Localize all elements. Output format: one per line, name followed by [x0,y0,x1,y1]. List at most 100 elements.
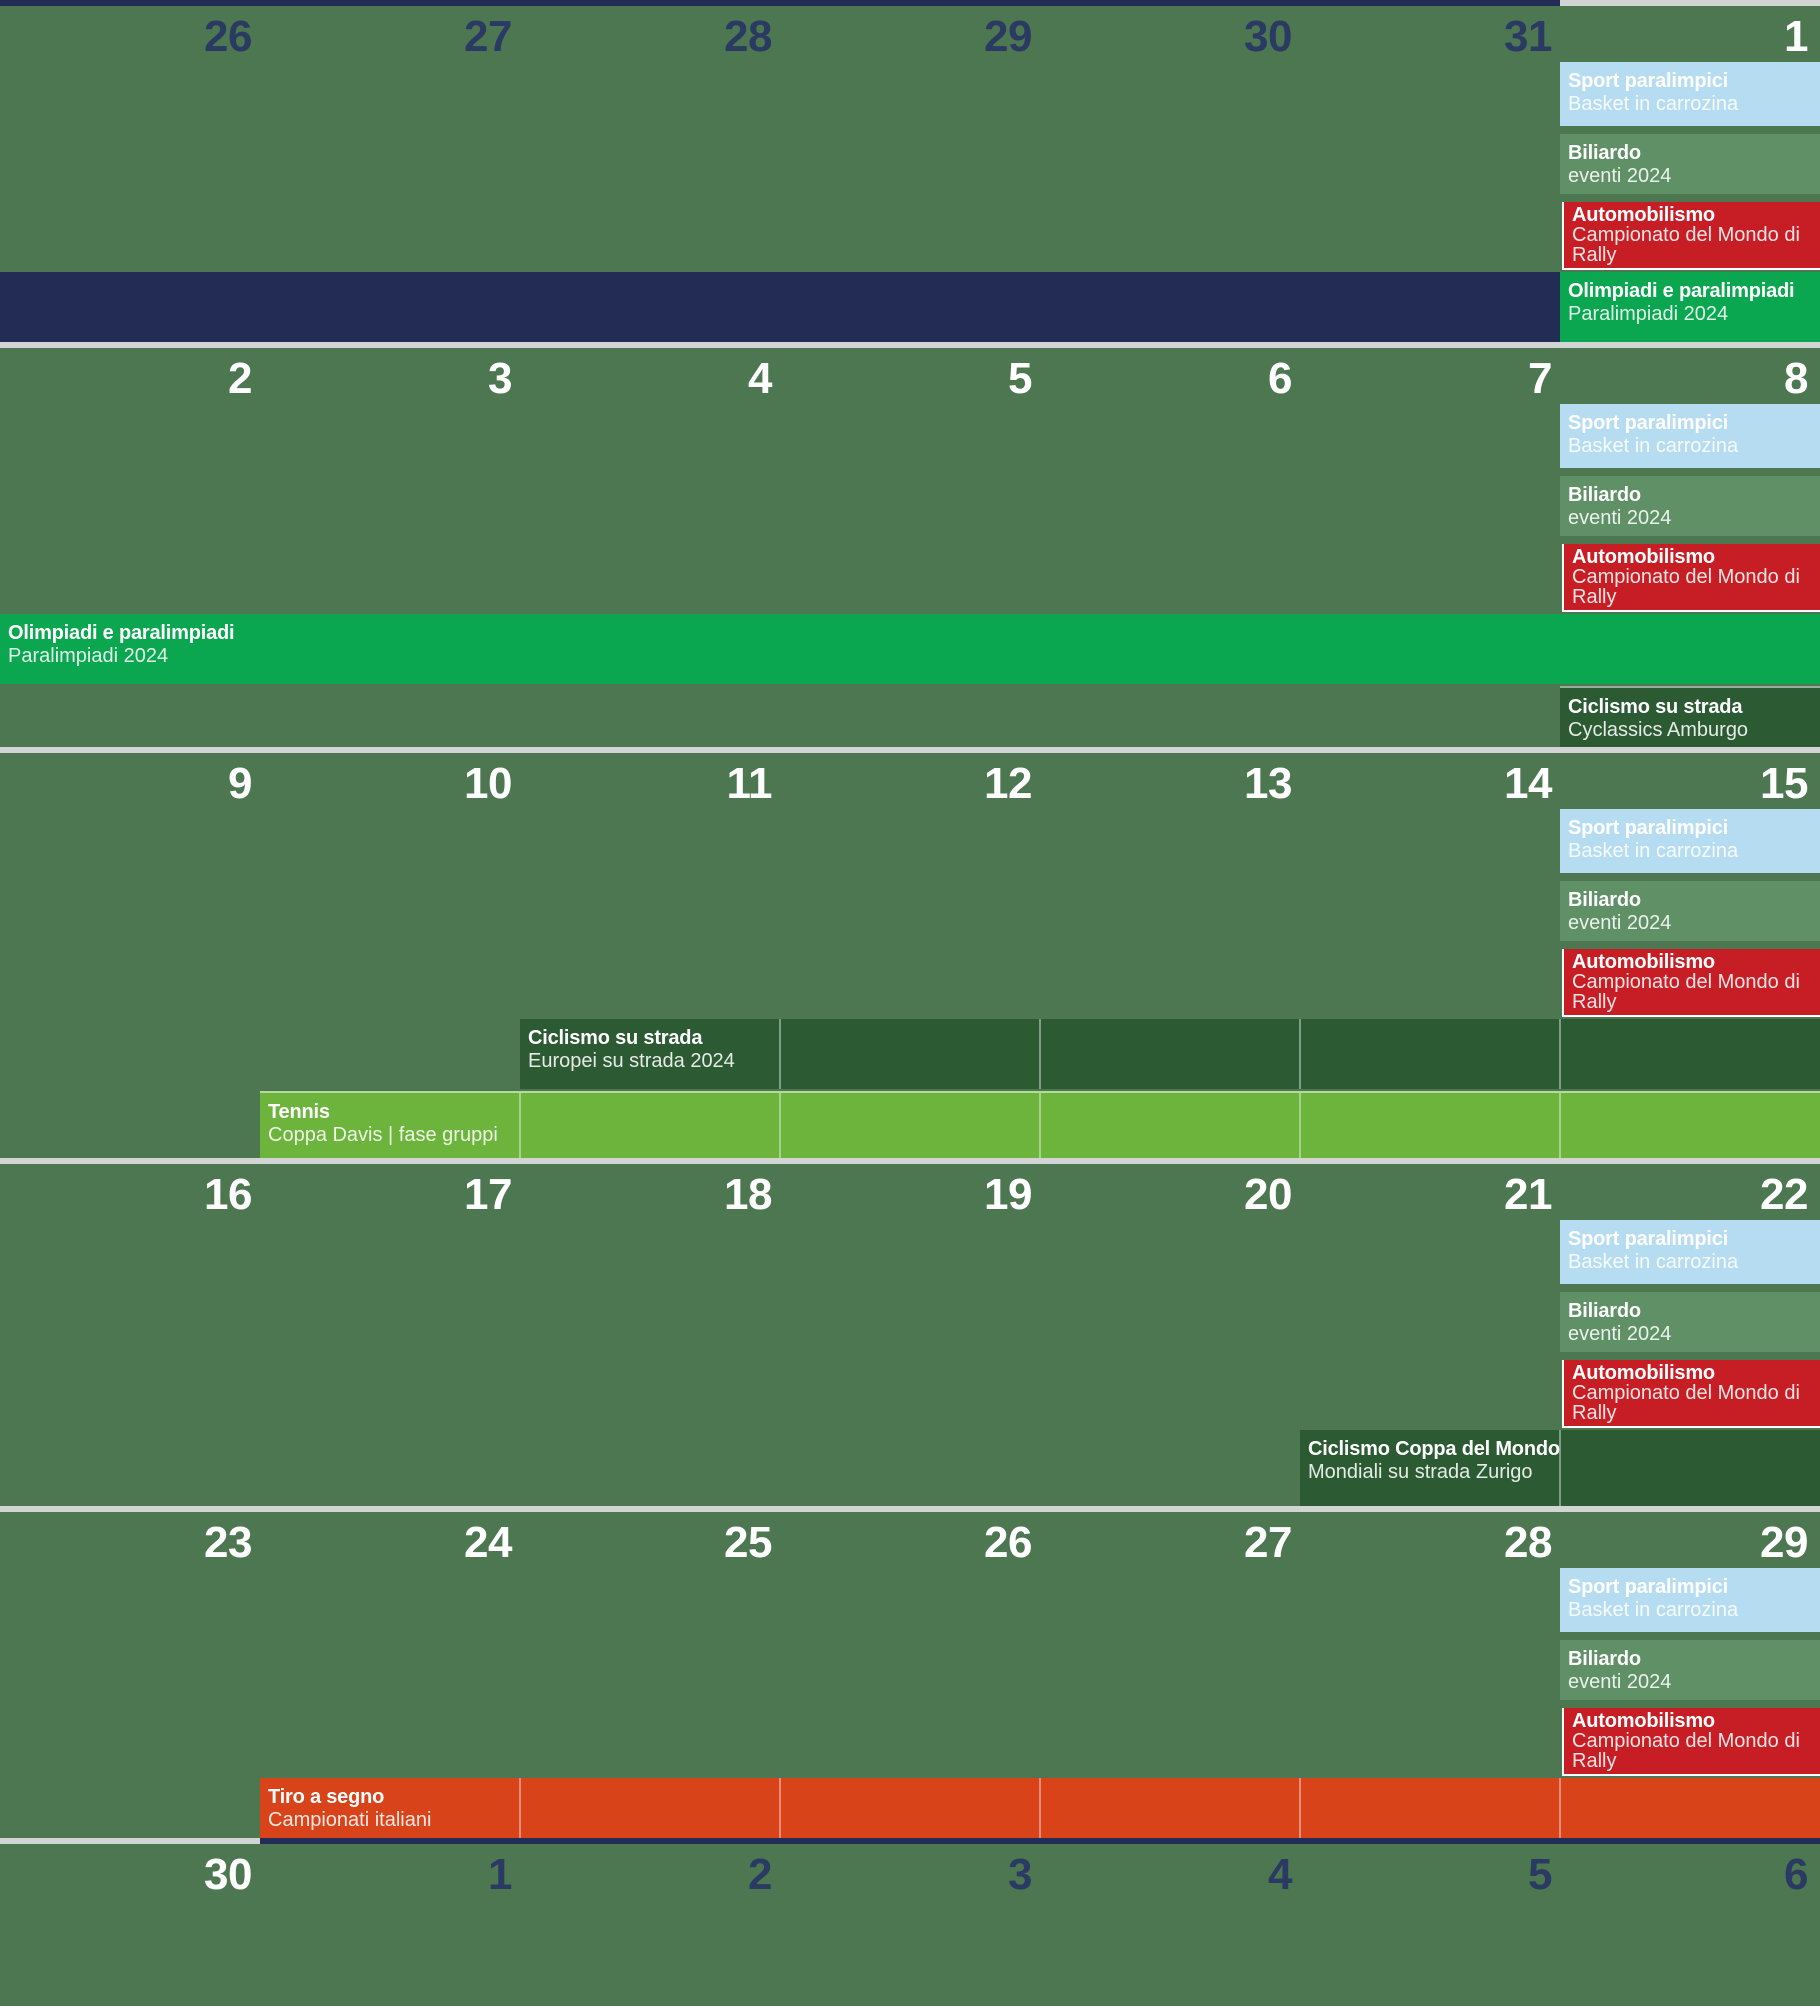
day-separator [1559,1778,1561,1838]
day-separator [1039,1778,1041,1838]
event-title: Ciclismo su strada [528,1027,703,1049]
event-bar-olimpiadi_cont[interactable] [0,272,1560,342]
day-number: 3 [488,354,512,403]
day-cell[interactable]: 4 [520,348,780,747]
day-cell[interactable]: 16 [0,1164,260,1506]
day-cell[interactable]: 5 [780,348,1040,747]
day-cell[interactable]: 18 [520,1164,780,1506]
day-cell[interactable]: 7 [1300,348,1560,747]
day-number: 24 [464,1518,512,1567]
event-subtitle: Campionato del Mondo di Rally [1572,224,1800,266]
day-cell[interactable]: 8 [1560,348,1820,747]
day-number: 29 [984,12,1032,61]
day-cell[interactable]: 1 [1560,6,1820,342]
event-title: Automobilismo [1572,951,1715,973]
event-title: Automobilismo [1572,1362,1715,1384]
day-separator [1039,1019,1041,1089]
day-cell[interactable]: 28 [1300,1512,1560,1838]
day-cell[interactable]: 28 [520,6,780,342]
day-separator [1559,1430,1561,1506]
day-number: 25 [724,1518,772,1567]
day-cell[interactable]: 6 [1040,348,1300,747]
day-cell[interactable]: 21 [1300,1164,1560,1506]
day-cell[interactable]: 30 [1040,6,1300,342]
day-cell[interactable]: 26 [780,1512,1040,1838]
continuation-bar [0,0,1560,6]
day-cell[interactable]: 24 [260,1512,520,1838]
day-cell[interactable]: 15 [1560,753,1820,1158]
day-cell[interactable]: 26 [0,6,260,342]
day-cell[interactable]: 30 [0,1844,260,2006]
day-cell[interactable]: 27 [1040,1512,1300,1838]
day-cell[interactable]: 6 [1560,1844,1820,2006]
day-cell[interactable]: 25 [520,1512,780,1838]
day-cell[interactable]: 1 [260,1844,520,2006]
day-number: 18 [724,1170,772,1219]
day-number: 15 [1760,759,1808,808]
day-cell[interactable]: 9 [0,753,260,1158]
event-subtitle: eventi 2024 [1568,165,1672,187]
day-cell[interactable]: 29 [780,6,1040,342]
day-cell[interactable]: 22 [1560,1164,1820,1506]
day-cell[interactable]: 14 [1300,753,1560,1158]
day-number: 13 [1244,759,1292,808]
event-title: Automobilismo [1572,546,1715,568]
day-cell[interactable]: 2 [0,348,260,747]
day-number: 23 [204,1518,252,1567]
week-divider [0,1158,1820,1164]
day-cell[interactable]: 2 [520,1844,780,2006]
day-cell[interactable]: 11 [520,753,780,1158]
day-cell[interactable]: 12 [780,753,1040,1158]
day-number: 27 [1244,1518,1292,1567]
event-title: Ciclismo su strada [1568,696,1743,718]
event-subtitle: eventi 2024 [1568,507,1672,529]
day-cell[interactable]: 23 [0,1512,260,1838]
event-title: Tiro a segno [268,1786,385,1808]
event-subtitle: Paralimpiadi 2024 [8,645,169,667]
day-cell[interactable]: 3 [260,348,520,747]
event-subtitle: Basket in carrozina [1568,435,1739,457]
day-cell[interactable]: 31 [1300,6,1560,342]
event-title: Biliardo [1568,889,1641,911]
day-number: 7 [1528,354,1552,403]
day-cell[interactable]: 5 [1300,1844,1560,2006]
event-subtitle: Basket in carrozina [1568,840,1739,862]
day-number: 5 [1528,1850,1552,1899]
day-cell[interactable]: 4 [1040,1844,1300,2006]
day-cell[interactable]: 13 [1040,753,1300,1158]
day-cell[interactable]: 29 [1560,1512,1820,1838]
day-cell[interactable]: 10 [260,753,520,1158]
day-cell[interactable]: 20 [1040,1164,1300,1506]
day-cell[interactable]: 3 [780,1844,1040,2006]
day-cell[interactable]: 27 [260,6,520,342]
day-cell[interactable]: 17 [260,1164,520,1506]
day-cell[interactable]: 19 [780,1164,1040,1506]
day-number: 6 [1784,1850,1808,1899]
